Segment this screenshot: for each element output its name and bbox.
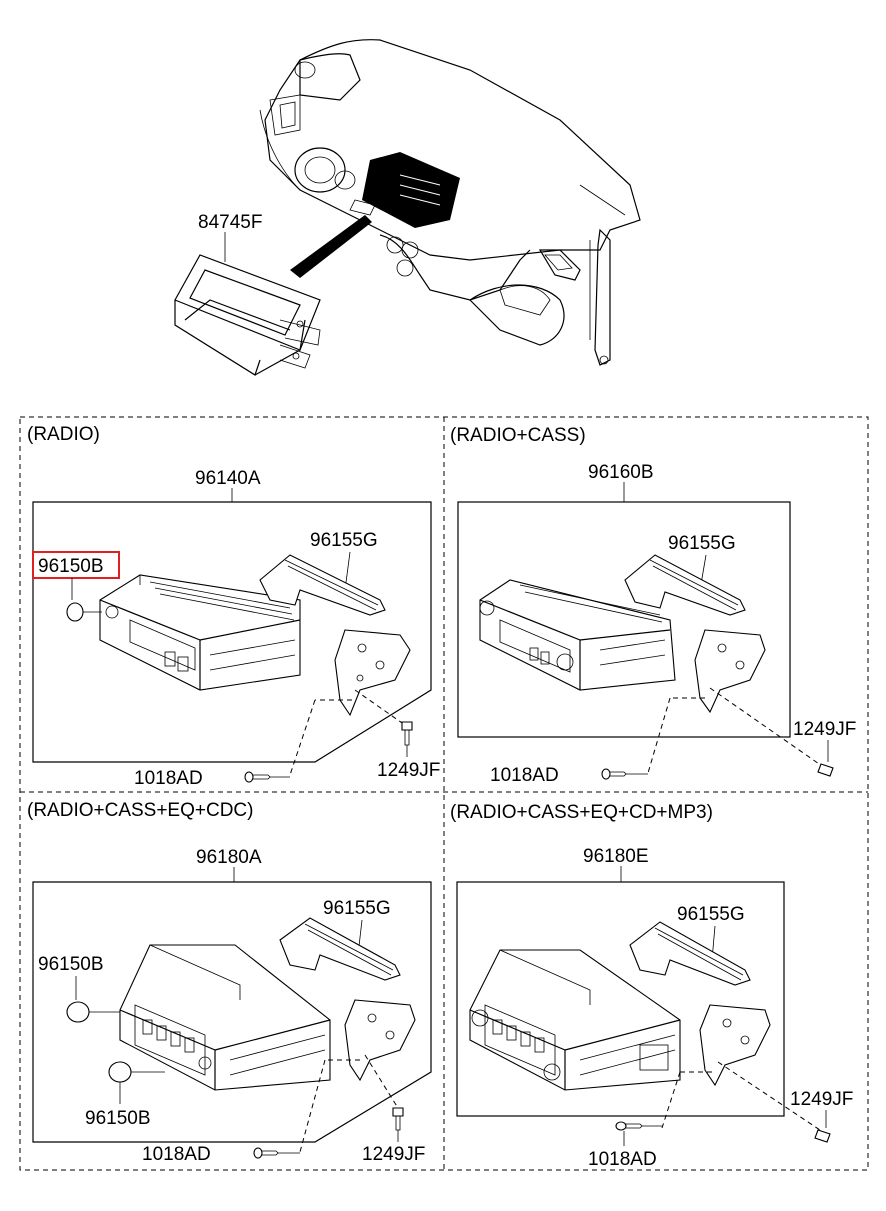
- bolt-icon: [817, 763, 834, 777]
- highlight-box: [32, 551, 120, 579]
- bracket-drawing: [624, 554, 766, 714]
- knob-icon: [66, 602, 84, 622]
- screw-label: 1018AD: [142, 1144, 211, 1165]
- knob-bottom-label[interactable]: 96150B: [85, 1108, 151, 1129]
- screw-label: 1018AD: [490, 765, 559, 786]
- radio-cass-unit-drawing: [479, 579, 676, 691]
- bracket-drawing: [629, 921, 771, 1087]
- bolt-label: 1249JF: [362, 1144, 425, 1165]
- radio-cdc-unit-drawing: [119, 944, 331, 1091]
- dashboard-illustration: [259, 39, 641, 366]
- section-title-radio-cass: (RADIO+CASS): [450, 425, 586, 446]
- section-radio-cass: 96160B 96155G 1018AD: [457, 462, 856, 786]
- screw-label: 1018AD: [134, 768, 203, 789]
- screw-icon: [244, 771, 271, 783]
- radio-unit-drawing: [99, 574, 301, 691]
- bolt-icon: [814, 1129, 831, 1143]
- knob-icon-bottom: [108, 1061, 132, 1083]
- bracket-drawing: [279, 917, 416, 1082]
- unit-label: 96160B: [588, 462, 654, 483]
- bracket-label: 96155G: [677, 904, 745, 925]
- section-radio: 96140A 96155G 96150B: [32, 468, 440, 789]
- unit-label: 96140A: [195, 468, 261, 489]
- part-label-84745F: 84745F: [198, 212, 262, 233]
- bolt-icon: [392, 1107, 404, 1131]
- unit-label: 96180A: [196, 847, 262, 868]
- section-title-radio: (RADIO): [27, 424, 100, 445]
- pocket-84745F: [174, 254, 321, 376]
- bracket-label: 96155G: [668, 533, 736, 554]
- unit-label: 96180E: [583, 846, 649, 867]
- bolt-icon: [401, 721, 413, 746]
- bolt-label: 1249JF: [377, 760, 440, 781]
- bracket-label: 96155G: [310, 530, 378, 551]
- bolt-label: 1249JF: [793, 719, 856, 740]
- section-title-radio-cass-eq-cdc: (RADIO+CASS+EQ+CDC): [27, 800, 253, 821]
- bracket-drawing: [259, 554, 411, 717]
- section-title-radio-cass-eq-cd-mp3: (RADIO+CASS+EQ+CD+MP3): [450, 802, 713, 823]
- section-frames: [19, 416, 869, 1171]
- knob-label[interactable]: 96150B: [38, 556, 104, 577]
- bracket-label: 96155G: [323, 898, 391, 919]
- screw-icon: [601, 768, 627, 780]
- screw-icon: [253, 1147, 279, 1159]
- screw-icon: [615, 1121, 643, 1131]
- knob-icon-top: [66, 1001, 90, 1023]
- radio-mp3-unit-drawing: [469, 949, 681, 1091]
- knob-top-label[interactable]: 96150B: [38, 954, 104, 975]
- section-radio-cass-eq-cdc: 96180A 96155G 96150B 96150B: [32, 847, 432, 1165]
- section-radio-cass-eq-cd-mp3: 96180E 96155G: [456, 846, 853, 1170]
- bolt-label: 1249JF: [790, 1089, 853, 1110]
- screw-label: 1018AD: [588, 1149, 657, 1170]
